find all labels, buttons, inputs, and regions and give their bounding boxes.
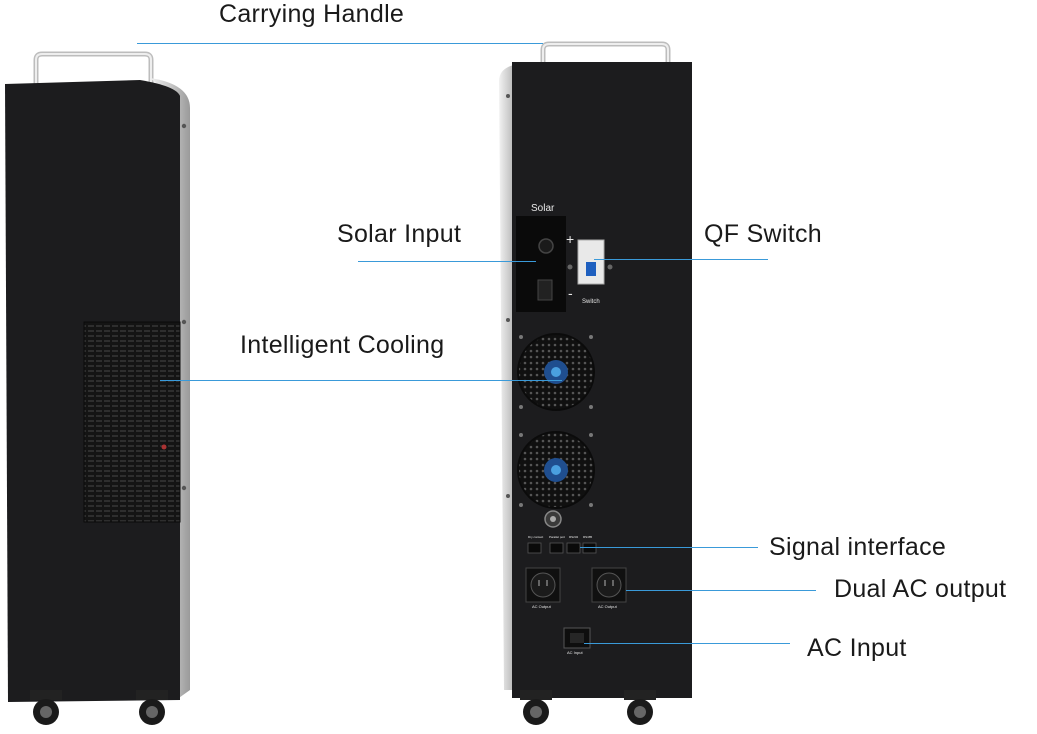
- port-4-marking: RS485: [583, 535, 593, 539]
- left-cabinet: [5, 51, 190, 725]
- minus-marking: -: [568, 285, 573, 301]
- dual-ac-output-line: [626, 590, 816, 591]
- ac-input-line: [584, 643, 790, 644]
- solar-input-label: Solar Input: [337, 220, 462, 248]
- ac-output-2-marking: AC Output: [598, 604, 617, 609]
- right-cabinet: [499, 41, 692, 725]
- carrying-handle-label: Carrying Handle: [219, 0, 405, 28]
- intelligent-cooling-line: [160, 380, 562, 381]
- port-3-marking: RS232: [569, 535, 579, 539]
- qf-switch-label: QF Switch: [704, 220, 822, 248]
- ac-input-marking: AC Input: [567, 650, 583, 655]
- solar-marking: Solar: [531, 203, 555, 214]
- ac-input-label: AC Input: [807, 634, 907, 662]
- port-1-marking: Dry contact: [528, 535, 544, 539]
- port-2-marking: Parallel port: [549, 535, 566, 539]
- carrying-handle-line: [137, 43, 543, 44]
- dual-ac-output-label: Dual AC output: [834, 575, 1007, 603]
- ac-output-1-marking: AC Output: [532, 604, 551, 609]
- qf-switch-line: [594, 259, 768, 260]
- intelligent-cooling-label: Intelligent Cooling: [240, 331, 445, 359]
- switch-marking: Switch: [582, 299, 600, 305]
- signal-interface-line: [580, 547, 758, 548]
- plus-marking: +: [566, 231, 575, 247]
- solar-input-line: [358, 261, 536, 262]
- signal-interface-label: Signal interface: [769, 533, 947, 561]
